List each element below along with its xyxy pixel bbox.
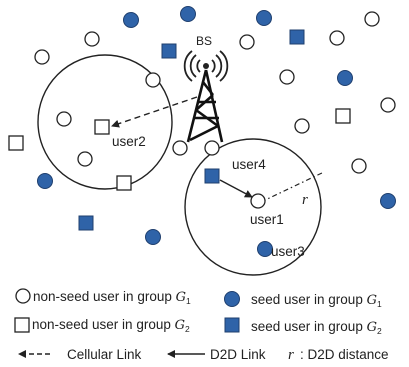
nonseed-user-g1 xyxy=(239,34,255,50)
nonseed-user-g1 xyxy=(351,158,367,174)
nonseed-user-g1 xyxy=(77,151,93,167)
nonseed-user-g1 xyxy=(172,140,188,156)
nonseed-user-g1 xyxy=(204,140,220,156)
nonseed-user-g1 xyxy=(250,193,266,209)
group-circle-right xyxy=(184,138,322,276)
seed-user-g1 xyxy=(257,241,273,257)
seed-user-g1 xyxy=(37,173,53,189)
seed-g2-users xyxy=(78,29,305,231)
legend-seed-g1-label: seed user in group G1 xyxy=(251,292,382,309)
nonseed-user-g1 xyxy=(56,111,72,127)
seed-user-g1 xyxy=(380,193,396,209)
seed-user-g1 xyxy=(180,6,196,22)
legend: non-seed user in group G1 seed user in g… xyxy=(14,288,389,363)
nonseed-g1-users xyxy=(34,11,396,209)
antenna-signal-icon xyxy=(183,50,229,82)
nonseed-user-g1 xyxy=(279,69,295,85)
legend-nonseed-g1-label: non-seed user in group G1 xyxy=(33,289,191,306)
bs-label: BS xyxy=(196,34,212,48)
seed-user-g1 xyxy=(337,70,353,86)
seed-g1-users xyxy=(37,6,396,257)
seed-user-g1 xyxy=(123,12,139,28)
nonseed-user-g2 xyxy=(335,108,351,124)
nonseed-user-g1 xyxy=(380,97,396,113)
seed-user-g1 xyxy=(145,229,161,245)
seed-user-g2 xyxy=(289,29,305,45)
user1-label: user1 xyxy=(250,212,284,227)
legend-seed-g1-symbol xyxy=(224,291,240,307)
nonseed-user-g1 xyxy=(329,30,345,46)
seed-user-g2 xyxy=(204,168,220,184)
legend-seed-g2-symbol xyxy=(224,317,240,333)
legend-nonseed-g1-symbol xyxy=(15,288,31,304)
nonseed-user-g1 xyxy=(294,118,310,134)
seed-user-g1 xyxy=(256,10,272,26)
nonseed-user-g1 xyxy=(145,72,161,88)
legend-d2d-distance-label: : D2D distance xyxy=(300,347,389,362)
d2d-link-arrow xyxy=(219,179,253,198)
group-circle-left xyxy=(37,54,173,190)
legend-cellular-label: Cellular Link xyxy=(67,347,142,362)
legend-seed-g2-label: seed user in group G2 xyxy=(251,319,382,336)
legend-nonseed-g2-label: non-seed user in group G2 xyxy=(32,317,190,334)
cellular-link-arrow xyxy=(111,96,198,128)
nonseed-user-g1 xyxy=(364,11,380,27)
legend-nonseed-g2-symbol xyxy=(14,317,30,333)
nonseed-user-g1 xyxy=(34,49,50,65)
tower-icon xyxy=(186,69,224,143)
nonseed-g2-users xyxy=(8,108,351,191)
radius-label: r xyxy=(302,192,308,208)
nonseed-user-g2 xyxy=(8,135,24,151)
legend-r-symbol: r xyxy=(288,347,294,363)
nonseed-user-g2 xyxy=(94,119,110,135)
nonseed-user-g1 xyxy=(84,31,100,47)
user4-label: user4 xyxy=(232,157,266,172)
user2-label: user2 xyxy=(112,134,146,149)
d2d-distance-line xyxy=(260,171,325,203)
legend-d2d-label: D2D Link xyxy=(210,347,266,362)
seed-user-g2 xyxy=(78,215,94,231)
user3-label: user3 xyxy=(271,244,305,259)
nonseed-user-g2 xyxy=(116,175,132,191)
seed-user-g2 xyxy=(161,43,177,59)
